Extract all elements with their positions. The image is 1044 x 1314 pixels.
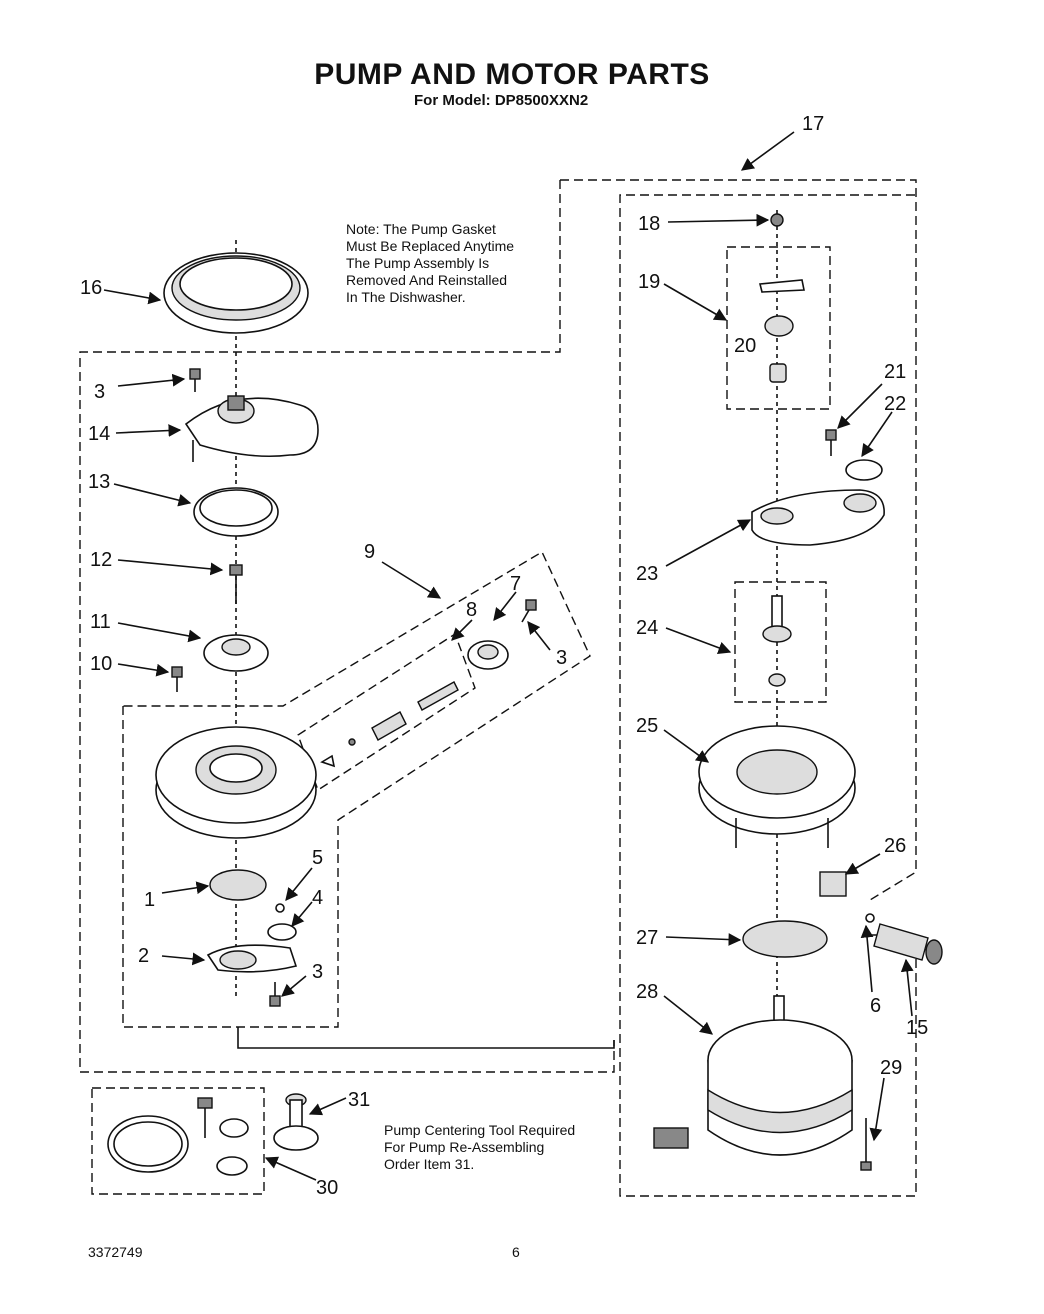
callout-19: 19 [638,271,660,293]
callout-11: 11 [90,611,111,633]
callout-16: 16 [80,277,102,299]
page-title: PUMP AND MOTOR PARTS [314,58,710,91]
pump-housing-boundary [122,551,591,1028]
callout-4: 4 [312,887,323,909]
part-3-screw-valve [521,599,537,623]
part-20-spacer [769,363,787,383]
part-1-filter-screen [209,869,267,901]
part-15-thermistor [873,923,943,965]
part-7-valve-cover [467,640,509,670]
callout-leaders [103,131,914,1181]
part-13-seal-ring [193,487,279,537]
part-19-impeller-clip [758,279,805,337]
part-9-check-valve [320,681,459,768]
part-27-fan-disc [742,920,828,958]
gasket-kit-boundary [91,1087,265,1195]
part-18-nut [770,213,784,227]
part-10-screw [171,666,183,692]
callout-20: 20 [734,335,756,357]
callout-24: 24 [636,617,658,639]
callout-5: 5 [312,847,323,869]
part-29-motor-bolt [860,1118,872,1171]
part-3-screw-top [189,368,201,392]
gasket-note: Note: The Pump Gasket Must Be Replaced A… [346,221,515,305]
callout-21: 21 [884,361,906,383]
impeller-kit-boundary [726,246,831,410]
callout-30: 30 [316,1177,338,1199]
callout-14: 14 [88,423,110,445]
part-11-impeller [203,634,269,672]
part-6-small-seal [865,913,875,923]
callout-numbers: 1 2 3 3 3 4 5 6 7 8 9 10 11 12 13 14 15 … [80,113,928,1199]
callout-7: 7 [510,573,521,595]
part-14-pump-cover [184,395,319,462]
part-16-pump-gasket [163,252,309,334]
page-number: 6 [512,1244,520,1260]
callout-13: 13 [88,471,110,493]
callout-2: 2 [138,945,149,967]
callout-23: 23 [636,563,658,585]
outer-pump-assembly-boundary [79,179,917,1197]
part-31-centering-tool [273,1093,319,1151]
part-pump-housing [155,726,317,839]
part-4-o-ring [267,923,297,941]
doc-number: 3372749 [88,1244,143,1260]
callout-3b: 3 [556,647,567,669]
part-21-screw [825,429,837,456]
part-3-screw-bottom [269,982,281,1007]
callout-10: 10 [90,653,112,675]
callout-1: 1 [144,889,155,911]
callout-28: 28 [636,981,658,1003]
part-23-mounting-plate [751,489,885,546]
callout-15: 15 [906,1017,928,1039]
callout-29: 29 [880,1057,902,1079]
callout-3c: 3 [312,961,323,983]
part-24-seal-kit [762,595,792,687]
part-22-o-ring [845,459,883,481]
valve-assembly-boundary [297,632,476,792]
callout-17: 17 [802,113,824,135]
callout-18: 18 [638,213,660,235]
callout-31: 31 [348,1089,370,1111]
callout-12: 12 [90,549,112,571]
drain-line [237,1027,615,1049]
callout-25: 25 [636,715,658,737]
callout-8: 8 [466,599,477,621]
part-25-motor-mount [698,725,856,848]
callout-6: 6 [870,995,881,1017]
model-subtitle: For Model: DP8500XXN2 [414,92,589,109]
part-2-filter-housing [206,944,298,973]
callout-22: 22 [884,393,906,415]
part-28-motor [653,995,853,1156]
part-30-gasket-kit [107,1097,249,1176]
part-5-ball [275,903,285,913]
callout-9: 9 [364,541,375,563]
part-26-bracket [819,871,847,897]
part-12-impeller-bolt [229,564,243,604]
callout-26: 26 [884,835,906,857]
callout-3: 3 [94,381,105,403]
callout-27: 27 [636,927,658,949]
seal-kit-boundary [734,581,827,703]
centering-tool-note: Pump Centering Tool Required For Pump Re… [384,1122,576,1172]
